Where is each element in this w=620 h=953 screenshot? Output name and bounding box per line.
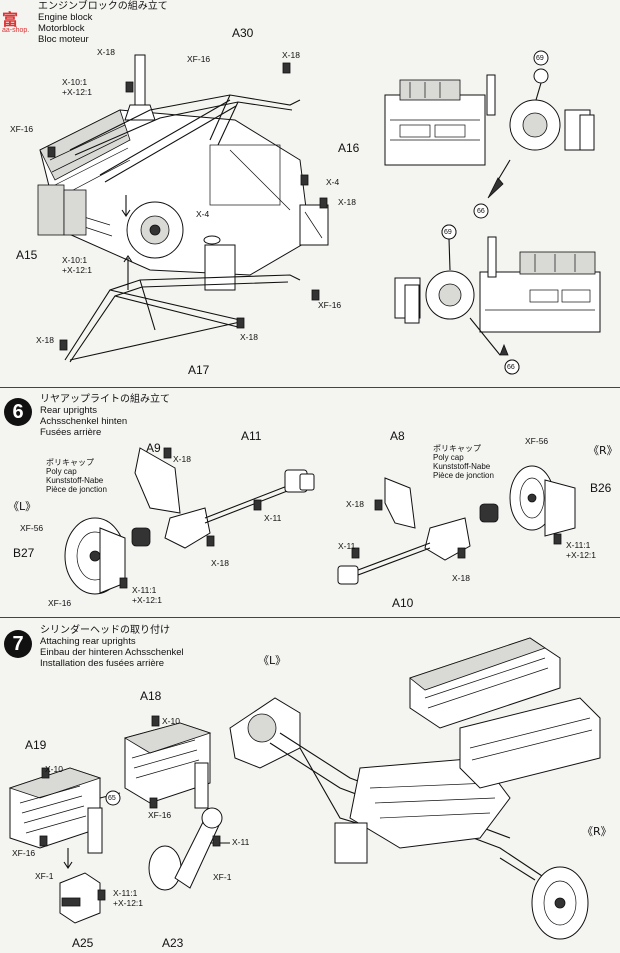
polycap-note-left: ポリキャップ Poly cap Kunststoff-Nabe Pièce de… bbox=[46, 458, 107, 494]
callout-x11: X-11 bbox=[232, 837, 250, 847]
callout-xf1: XF-1 bbox=[213, 872, 232, 882]
part-a17: A17 bbox=[188, 363, 210, 377]
callout-xf56: XF-56 bbox=[525, 436, 549, 446]
callout-x18: X-18 bbox=[452, 573, 470, 583]
part-a15: A15 bbox=[16, 248, 38, 262]
callout-mix: X-11:1 +X-12:1 bbox=[113, 888, 144, 908]
callout-x18: X-18 bbox=[282, 50, 300, 60]
callout-xf16: XF-16 bbox=[12, 848, 36, 858]
callout-mix: X-10:1 +X-12:1 bbox=[62, 255, 93, 275]
engine-view-top-right bbox=[384, 68, 595, 199]
callout-x10: X-10 bbox=[45, 764, 63, 774]
ref-65: 65 bbox=[108, 795, 116, 802]
cylinder-head-illustration bbox=[8, 637, 601, 940]
section-divider bbox=[0, 617, 620, 618]
callout-mix: X-11:1 +X-12:1 bbox=[566, 540, 597, 560]
step-7-cylinder-heads: 7 シリンダーヘッドの取り付け Attaching rear uprights … bbox=[0, 618, 620, 953]
callout-x18: X-18 bbox=[211, 558, 229, 568]
callout-xf16: XF-16 bbox=[48, 598, 72, 608]
part-a8: A8 bbox=[390, 429, 405, 443]
ref-66: 66 bbox=[477, 208, 485, 215]
side-right-label: 《R》 bbox=[588, 444, 618, 457]
callout-x18: X-18 bbox=[338, 197, 356, 207]
section-divider bbox=[0, 387, 620, 388]
side-left-label: 《L》 bbox=[258, 654, 287, 667]
callout-xf16: XF-16 bbox=[318, 300, 342, 310]
callout-x4: X-4 bbox=[326, 177, 340, 187]
polycap-note-right: ポリキャップ Poly cap Kunststoff-Nabe Pièce de… bbox=[433, 444, 494, 480]
callout-mix: X-11:1 +X-12:1 bbox=[132, 585, 163, 605]
step-6-number: 6 bbox=[4, 398, 32, 426]
callout-x11: X-11 bbox=[338, 541, 356, 551]
part-a16: A16 bbox=[338, 141, 360, 155]
part-a30: A30 bbox=[232, 26, 254, 40]
callout-x10: X-10 bbox=[162, 716, 180, 726]
part-a19: A19 bbox=[25, 738, 47, 752]
step-5-engine-block: エンジンブロックの組み立て Engine block Motorblock Bl… bbox=[0, 0, 620, 385]
watermark-url: aa-shop. bbox=[2, 27, 30, 34]
part-a18: A18 bbox=[140, 689, 162, 703]
callout-x18: X-18 bbox=[240, 332, 258, 342]
rear-uprights-illustration bbox=[64, 447, 576, 595]
part-a10: A10 bbox=[392, 596, 414, 610]
ref-69: 69 bbox=[536, 55, 544, 62]
ref-66: 66 bbox=[507, 364, 515, 371]
side-left-label: 《L》 bbox=[8, 500, 37, 513]
callout-x18: X-18 bbox=[173, 454, 191, 464]
part-b26: B26 bbox=[590, 481, 612, 495]
ref-69: 69 bbox=[444, 229, 452, 236]
step-7-number: 7 bbox=[4, 630, 32, 658]
part-a23: A23 bbox=[162, 936, 184, 950]
part-b27: B27 bbox=[13, 546, 35, 560]
callout-x18: X-18 bbox=[346, 499, 364, 509]
engine-block-illustration bbox=[37, 50, 601, 375]
callout-xf56: XF-56 bbox=[20, 523, 44, 533]
callout-xf16: XF-16 bbox=[148, 810, 172, 820]
callout-x4: X-4 bbox=[196, 209, 210, 219]
callout-mix: X-10:1 +X-12:1 bbox=[62, 77, 93, 97]
callout-x18: X-18 bbox=[97, 47, 115, 57]
part-a9: A9 bbox=[146, 441, 161, 455]
callout-xf16: XF-16 bbox=[187, 54, 211, 64]
engine-view-bottom-right bbox=[394, 203, 601, 375]
part-a11: A11 bbox=[241, 429, 262, 443]
step-6-rear-uprights: 6 リヤアップライトの組み立て Rear uprights Achsschenk… bbox=[0, 388, 620, 616]
step-5-title: エンジンブロックの組み立て Engine block Motorblock Bl… bbox=[38, 1, 168, 45]
step-6-title: リヤアップライトの組み立て Rear uprights Achsschenkel… bbox=[40, 394, 170, 438]
callout-x18: X-18 bbox=[36, 335, 54, 345]
callout-xf1: XF-1 bbox=[35, 871, 54, 881]
step-7-title: シリンダーヘッドの取り付け Attaching rear uprights Ei… bbox=[40, 625, 184, 669]
callout-xf16: XF-16 bbox=[10, 124, 34, 134]
watermark-logo: 富 bbox=[2, 12, 19, 29]
side-right-label: 《R》 bbox=[582, 825, 612, 838]
part-a25: A25 bbox=[72, 936, 94, 950]
callout-x11: X-11 bbox=[264, 513, 282, 523]
